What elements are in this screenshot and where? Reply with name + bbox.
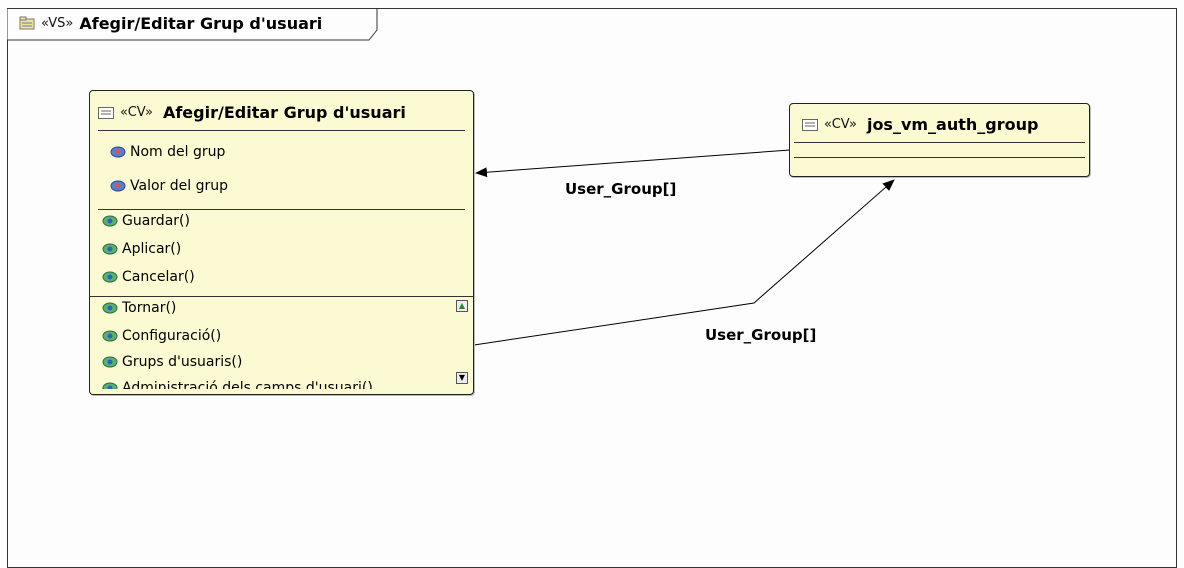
- operation-icon: [102, 356, 118, 368]
- frame-stereotype: «VS»: [41, 15, 74, 31]
- operation-item[interactable]: Tornar(): [102, 300, 176, 316]
- attribute-label: Valor del grup: [130, 178, 228, 194]
- class-stereotype: «CV»: [824, 117, 857, 132]
- operation-label: Tornar(): [122, 300, 177, 316]
- frame-tab[interactable]: «VS» Afegir/Editar Grup d'usuari: [7, 8, 377, 38]
- operation-item[interactable]: Aplicar(): [102, 241, 181, 257]
- class-jos-vm-auth-group[interactable]: «CV» jos_vm_auth_group: [789, 103, 1090, 177]
- list-separator: [90, 296, 473, 297]
- operation-icon: [102, 215, 118, 227]
- operation-icon: [102, 271, 118, 283]
- operation-icon: [102, 243, 118, 255]
- association-line-1: [475, 149, 791, 178]
- class-separator: [98, 130, 465, 131]
- attribute-item[interactable]: Valor del grup: [110, 178, 228, 194]
- attribute-icon: [110, 180, 126, 192]
- operation-label: Guardar(): [122, 213, 190, 229]
- scroll-up-button[interactable]: ▲: [456, 300, 468, 312]
- class-icon: [802, 118, 818, 131]
- attribute-item[interactable]: Nom del grup: [110, 144, 225, 160]
- class-stereotype: «CV»: [120, 105, 153, 120]
- association-label-2[interactable]: User_Group[]: [705, 326, 817, 344]
- frame-title: Afegir/Editar Grup d'usuari: [79, 13, 323, 33]
- operation-item[interactable]: Guardar(): [102, 213, 190, 229]
- association-line-2: [473, 179, 895, 346]
- operation-icon: [102, 382, 118, 389]
- attribute-icon: [110, 146, 126, 158]
- operation-label: Grups d'usuaris(): [122, 354, 243, 370]
- operation-item[interactable]: Configuració(): [102, 328, 221, 344]
- association-label-1[interactable]: User_Group[]: [565, 180, 677, 198]
- class-separator: [794, 157, 1085, 158]
- operation-icon: [102, 302, 118, 314]
- class-afegir-editar-grup[interactable]: «CV» Afegir/Editar Grup d'usuari Nom del…: [89, 90, 474, 395]
- class-separator: [794, 142, 1085, 143]
- operation-label: Aplicar(): [122, 241, 182, 257]
- operation-icon: [102, 330, 118, 342]
- class-icon: [98, 106, 114, 119]
- attribute-label: Nom del grup: [130, 144, 226, 160]
- operation-item[interactable]: Cancelar(): [102, 269, 195, 285]
- class-title: jos_vm_auth_group: [866, 115, 1039, 134]
- class-separator: [98, 209, 465, 210]
- operation-item[interactable]: Administració dels camps d'usuari(): [102, 380, 373, 389]
- operation-label: Cancelar(): [122, 269, 195, 285]
- operation-label: Configuració(): [122, 328, 222, 344]
- scroll-down-button[interactable]: ▼: [456, 372, 468, 384]
- frame-tab-outline: [7, 8, 378, 41]
- operation-item[interactable]: Grups d'usuaris(): [102, 354, 242, 370]
- package-icon: [19, 16, 35, 30]
- operations-scroll-list[interactable]: Tornar() Configuració() Grups d'usuaris(…: [90, 297, 473, 389]
- operation-label: Administració dels camps d'usuari(): [122, 380, 373, 389]
- class-title: Afegir/Editar Grup d'usuari: [162, 103, 406, 122]
